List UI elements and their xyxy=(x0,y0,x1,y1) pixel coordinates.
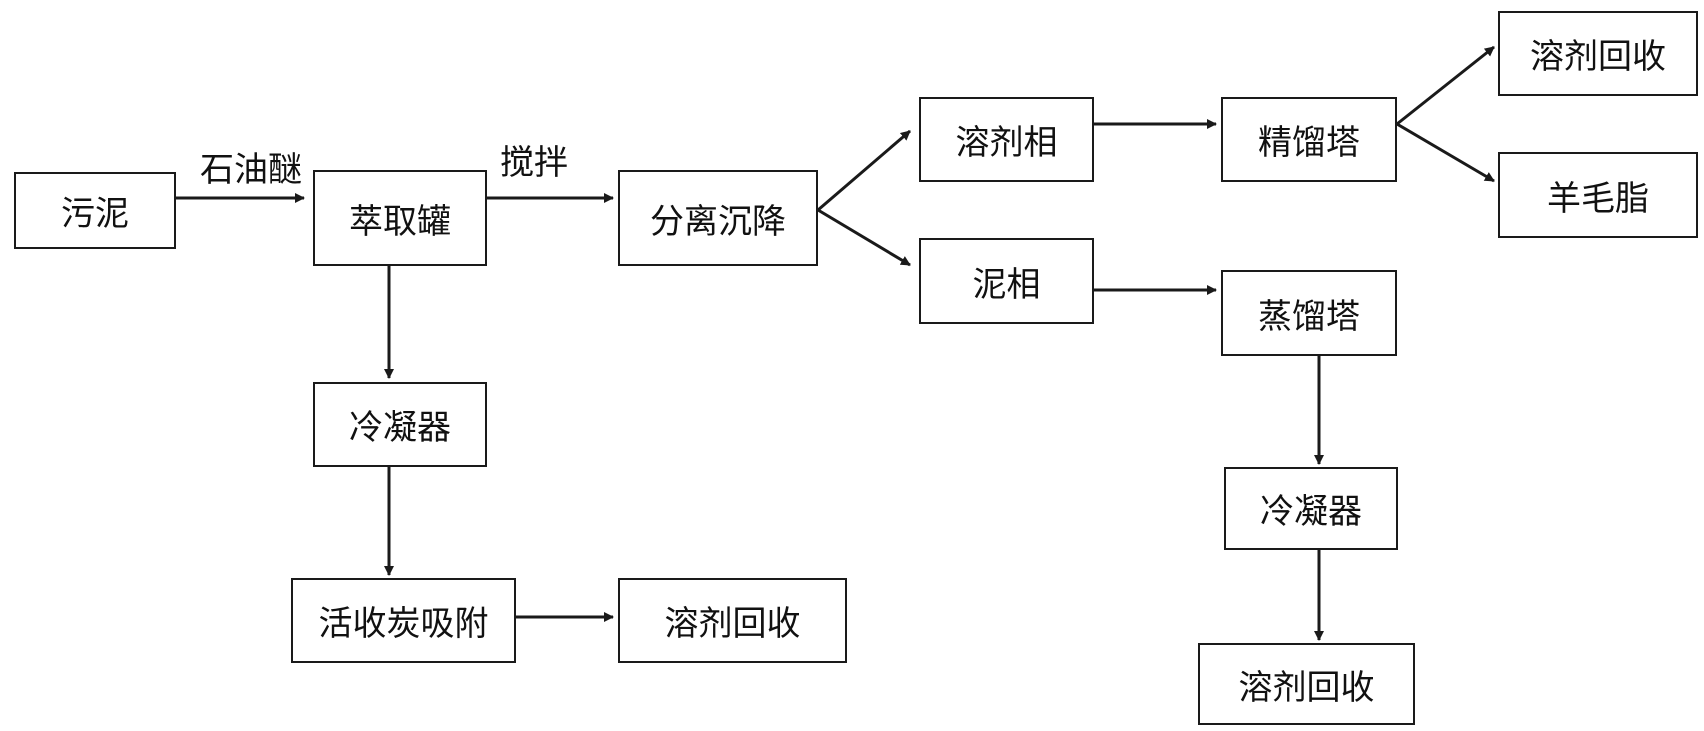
node-solvent-phase: 溶剂相 xyxy=(919,97,1094,182)
arrow-rectification-to-lanolin xyxy=(1396,122,1495,183)
node-condenser-right: 冷凝器 xyxy=(1224,467,1398,550)
arrow-separation-to-solvent-phase xyxy=(817,129,911,212)
node-sludge: 污泥 xyxy=(14,172,176,249)
node-rectification-tower: 精馏塔 xyxy=(1221,97,1397,182)
node-activated-carbon-adsorption: 活收炭吸附 xyxy=(291,578,516,663)
node-solvent-recovery-bottom-right: 溶剂回收 xyxy=(1198,643,1415,725)
node-distillation-tower: 蒸馏塔 xyxy=(1221,270,1397,356)
node-solvent-recovery-bottom-left: 溶剂回收 xyxy=(618,578,847,663)
node-extraction-tank: 萃取罐 xyxy=(313,170,487,266)
arrow-rectification-to-solvent-recovery xyxy=(1396,45,1495,126)
node-lanolin: 羊毛脂 xyxy=(1498,152,1698,238)
label-petroleum-ether: 石油醚 xyxy=(200,150,302,190)
node-condenser-left: 冷凝器 xyxy=(313,382,487,467)
node-sludge-phase: 泥相 xyxy=(919,238,1094,324)
arrow-separation-to-sludge-phase xyxy=(817,208,911,267)
label-stirring: 搅拌 xyxy=(500,143,568,183)
node-solvent-recovery-top: 溶剂回收 xyxy=(1498,11,1698,96)
node-separation-settling: 分离沉降 xyxy=(618,170,818,266)
